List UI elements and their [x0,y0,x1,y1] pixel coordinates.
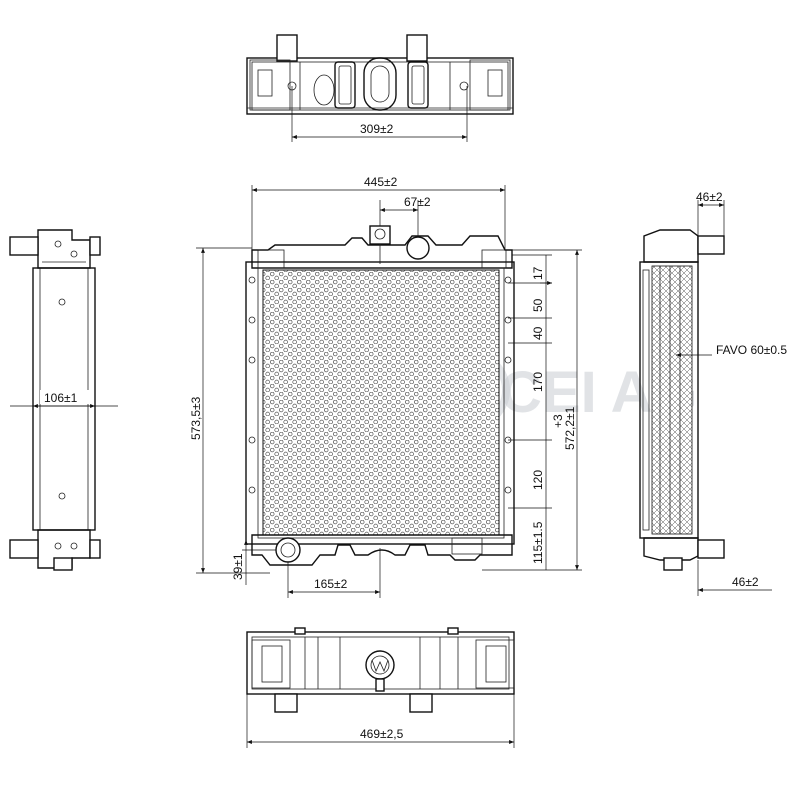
bottom-view [246,627,515,713]
right-side-view [639,229,725,571]
dim-top-width-label: 309±2 [360,122,394,136]
dim-plus-three-label: +3 [551,414,565,428]
dim-rib-120-label: 120 [531,470,545,490]
dim-side-depth-bottom-label: 46±2 [732,575,759,589]
dim-rib-50-label: 50 [531,298,545,312]
dim-overall-height: 573,5±3 [189,247,270,574]
dim-side-depth-top: 46±2 [696,190,725,236]
dim-core-height: 572,2±1 [505,249,582,571]
dim-side-depth-bottom: 46±2 [697,560,772,596]
dim-bottom-width: 469±2,5 [246,694,515,748]
dim-left-depth: 106±1 [10,390,118,408]
front-view [245,225,515,566]
dim-cap-offset-label: 67±2 [404,195,431,209]
dim-core-height-label: 572,2±1 [563,406,577,450]
dim-cap-offset: 67±2 [379,195,431,236]
dim-front-width: 445±2 [251,175,506,250]
dim-front-width-label: 445±2 [364,175,398,189]
top-view [246,34,514,115]
dim-bottom-39-label: 39±1 [231,553,245,580]
dim-rib-chain: 17 50 40 170 120 115±1.5 +3 [482,254,565,571]
dim-overall-height-label: 573,5±3 [189,396,203,440]
dim-outlet-offset: 165±2 [287,548,381,598]
dim-side-depth-label: 46±2 [696,190,723,204]
dim-rib-170-label: 170 [531,372,545,392]
dim-core-pitch: FAVO 60±0.5 [676,343,787,357]
dim-rib-40-label: 40 [531,326,545,340]
dim-bottom-width-label: 469±2,5 [360,727,404,741]
dim-rib-17-label: 17 [531,266,545,280]
dim-top-width: 309±2 [291,86,468,142]
dim-outlet-offset-label: 165±2 [314,577,348,591]
left-side-view [9,229,101,571]
dim-rib-115-label: 115±1.5 [531,521,545,564]
dim-core-pitch-label: FAVO 60±0.5 [716,343,787,357]
dim-left-depth-label: 106±1 [44,391,78,405]
dim-bottom-39: 39±1 [231,540,276,585]
